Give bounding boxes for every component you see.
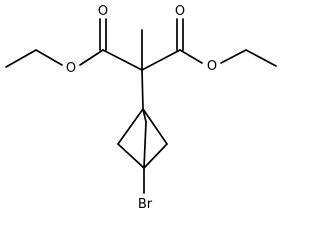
bond-o-c-left bbox=[79, 49, 104, 66]
bond-quaternary-bridgehead bbox=[141, 69, 144, 110]
atom-label-oxygen-carbonyl-right: O bbox=[175, 4, 185, 19]
bond-ch2-ch3-right bbox=[245, 49, 277, 67]
bond-cage-center-lower bbox=[143, 121, 147, 169]
bond-cage-left-bottom bbox=[117, 143, 145, 169]
bond-cage-top-right bbox=[142, 108, 168, 145]
bond-cage-center-upper bbox=[142, 108, 147, 123]
bond-c-quaternary-right bbox=[141, 49, 181, 71]
bond-c-quaternary-left bbox=[102, 49, 143, 71]
atom-label-oxygen-ester-left: O bbox=[66, 61, 76, 76]
bond-cage-right-bottom bbox=[143, 143, 168, 169]
bond-cage-top-left bbox=[117, 108, 144, 145]
bond-c-o-right bbox=[179, 49, 203, 64]
bond-ch3-ch2-left bbox=[5, 49, 37, 68]
molecule-diagram: O O O O Br bbox=[5, 4, 277, 212]
structure-drawing: O O O O Br bbox=[5, 4, 277, 212]
atom-label-bromine: Br bbox=[138, 197, 153, 212]
atom-label-oxygen-ester-right: O bbox=[207, 59, 217, 74]
bond-ch2-o-left bbox=[35, 49, 63, 66]
atom-label-oxygen-carbonyl-left: O bbox=[98, 4, 108, 19]
bond-o-ch2-right bbox=[220, 49, 247, 64]
